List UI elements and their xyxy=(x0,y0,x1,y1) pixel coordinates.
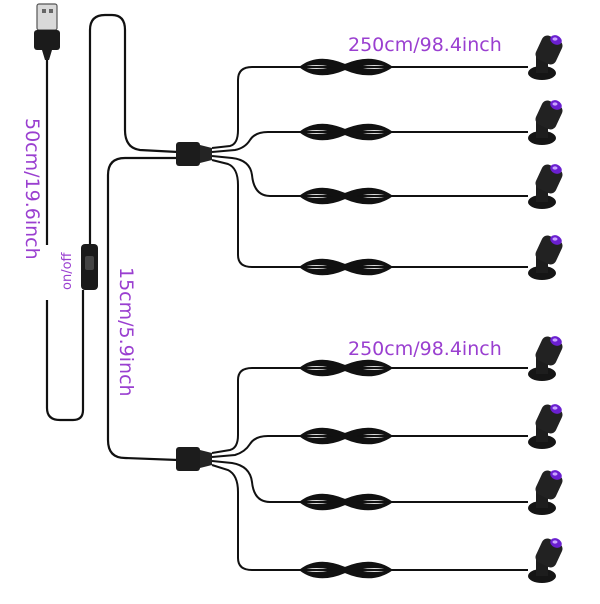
usb-cable-length-label: 50cm/19.6inch xyxy=(21,118,43,260)
cable-coil xyxy=(299,427,395,445)
cable-coil xyxy=(299,493,395,511)
spotlight-icon xyxy=(528,35,563,80)
group-1-cables xyxy=(211,66,528,268)
spotlight-icon xyxy=(528,404,563,449)
spotlight-icon xyxy=(528,538,563,583)
usb-plug-icon xyxy=(34,3,60,60)
spotlight-icon xyxy=(528,100,563,145)
group2-cable-length-label: 250cm/98.4inch xyxy=(348,338,502,360)
usb-cable-lower xyxy=(45,290,85,422)
usb-cable-return xyxy=(88,13,179,244)
cable-coil xyxy=(299,187,395,205)
spotlight-icon xyxy=(528,336,563,381)
cable-coil xyxy=(299,58,395,76)
splitter-hub-1 xyxy=(176,142,212,166)
cable-coil xyxy=(299,123,395,141)
switch-icon[interactable] xyxy=(81,244,98,290)
spotlights xyxy=(528,35,563,583)
spotlight-icon xyxy=(528,235,563,280)
splitter-hub-2 xyxy=(176,447,212,471)
cable-coil xyxy=(299,561,395,579)
link-cable xyxy=(106,156,179,462)
cable-coils xyxy=(299,58,395,579)
group1-cable-length-label: 250cm/98.4inch xyxy=(348,34,502,56)
cable-coil xyxy=(299,258,395,276)
cable-coil xyxy=(299,359,395,377)
switch-label: on/off xyxy=(60,252,75,290)
spotlight-icon xyxy=(528,470,563,515)
link-cable-length-label: 15cm/5.9inch xyxy=(115,267,137,397)
group-2-cables xyxy=(211,367,528,571)
spotlight-icon xyxy=(528,164,563,209)
